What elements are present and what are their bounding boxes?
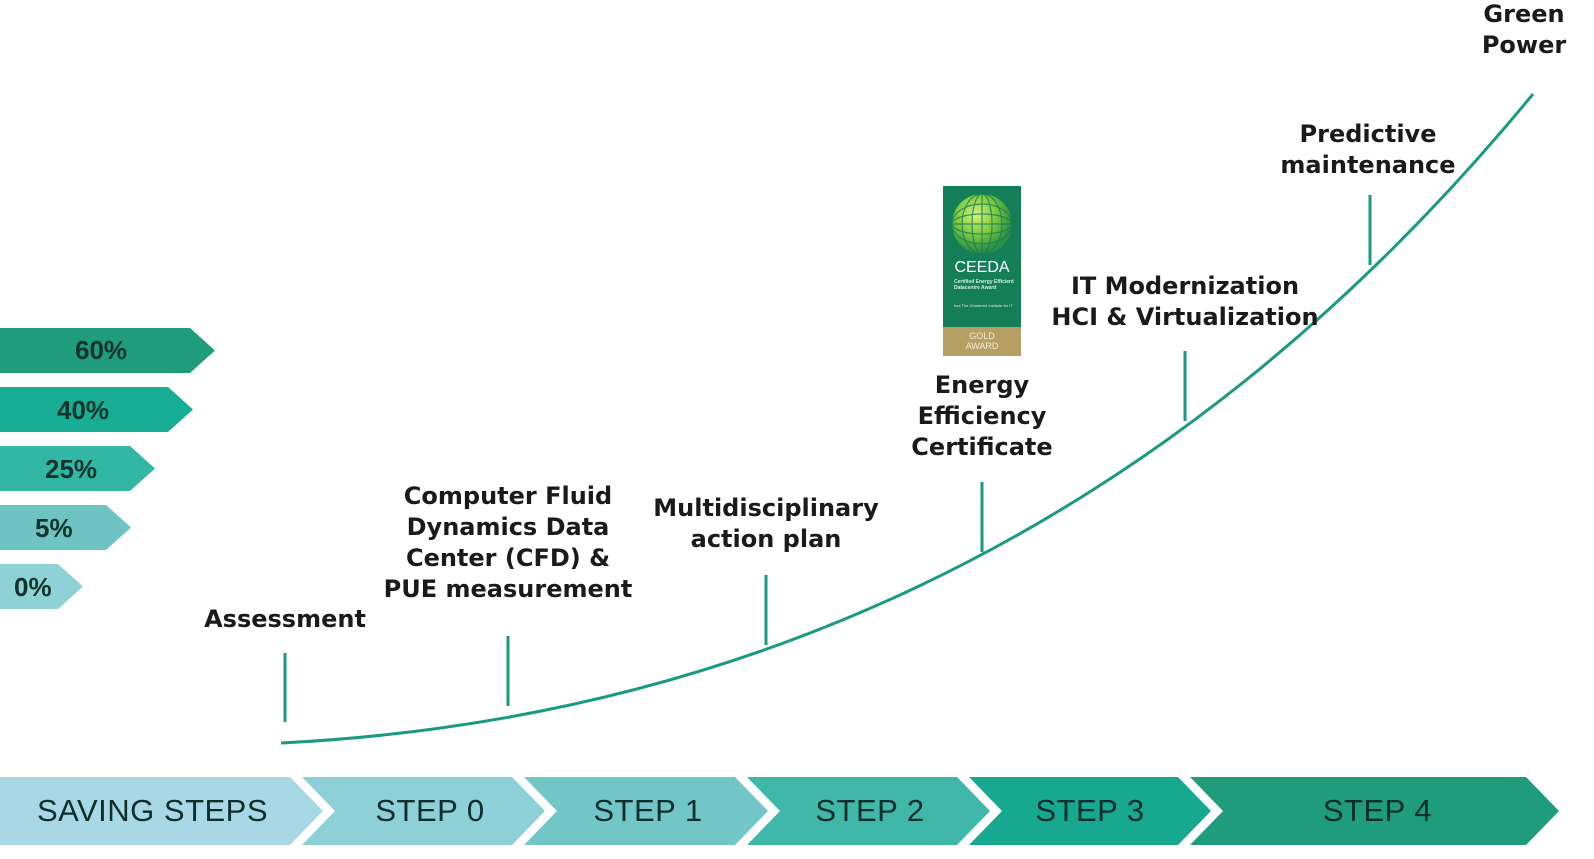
milestone-predictive-maintenance: Predictive maintenance (1280, 120, 1456, 179)
step-chevron-3 (747, 777, 990, 845)
percent-arrow-4 (0, 564, 83, 609)
step-label-step-3: STEP 3 (1035, 793, 1145, 828)
step-label-step-4: STEP 4 (1322, 793, 1433, 828)
step-chevron-0 (0, 777, 323, 845)
percent-arrow-3 (0, 505, 131, 550)
milestone-it-modernization: IT Modernization HCI & Virtualization (1051, 272, 1319, 331)
globe-icon (951, 193, 1013, 255)
badge-title: CEEDA (954, 259, 1010, 276)
percent-label-25: 25% (45, 454, 98, 484)
step-label-step-0: STEP 0 (375, 793, 485, 828)
step-label-step-1: STEP 1 (593, 793, 703, 828)
percent-arrow-1 (0, 387, 193, 432)
milestone-action-plan: Multidisciplinary action plan (653, 494, 879, 553)
step-label-step-2: STEP 2 (815, 793, 925, 828)
percent-label-0: 0% (14, 572, 52, 602)
percent-arrow-0 (0, 328, 215, 373)
milestone-energy-certificate: Energy Efficiency Certificate (911, 371, 1053, 461)
badge-gold-award: GOLD AWARD (943, 327, 1021, 356)
percent-arrows (0, 328, 215, 609)
ceeda-certificate-badge: CEEDA Certified Energy Efficient Datacen… (943, 186, 1021, 356)
milestone-assessment: Assessment (204, 605, 366, 633)
step-chevron-4 (969, 777, 1211, 845)
badge-org: bca The Chartered Institute for IT (954, 303, 1013, 308)
growth-curve (280, 93, 1535, 745)
step-chevron-5 (1190, 777, 1559, 845)
percent-label-5: 5% (35, 513, 73, 543)
step-bar (0, 777, 1559, 845)
milestone-ticks (283, 195, 1372, 722)
milestone-green-power: Green Power (1481, 0, 1567, 59)
step-label-saving-steps: SAVING STEPS (36, 793, 269, 828)
percent-label-60: 60% (75, 335, 128, 365)
step-chevron-2 (524, 777, 768, 845)
percent-label-40: 40% (57, 395, 110, 425)
badge-subtitle: Certified Energy Efficient Datacentre Aw… (954, 279, 1014, 291)
milestone-cfd-pue: Computer Fluid Dynamics Data Center (CFD… (383, 482, 633, 603)
percent-arrow-2 (0, 446, 155, 491)
step-chevron-1 (302, 777, 545, 845)
